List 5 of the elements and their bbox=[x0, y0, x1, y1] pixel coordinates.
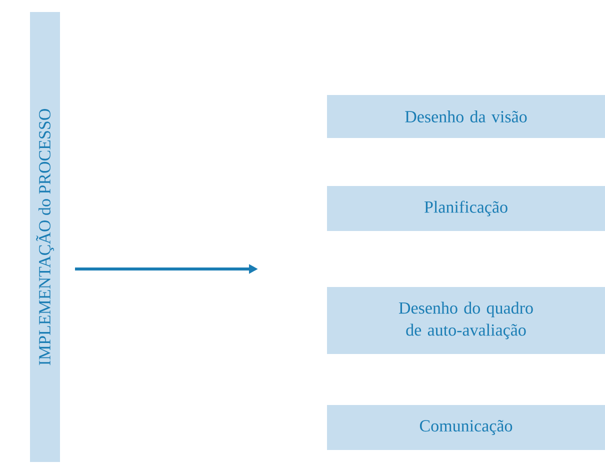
process-box: Planificação bbox=[327, 186, 605, 231]
process-box: Desenho da visão bbox=[327, 95, 605, 138]
process-box: Desenho do quadro de auto-avaliação bbox=[327, 286, 605, 354]
vertical-band: IMPLEMENTAÇÃO do PROCESSO bbox=[30, 12, 60, 462]
process-box: Comunicação bbox=[327, 404, 605, 450]
